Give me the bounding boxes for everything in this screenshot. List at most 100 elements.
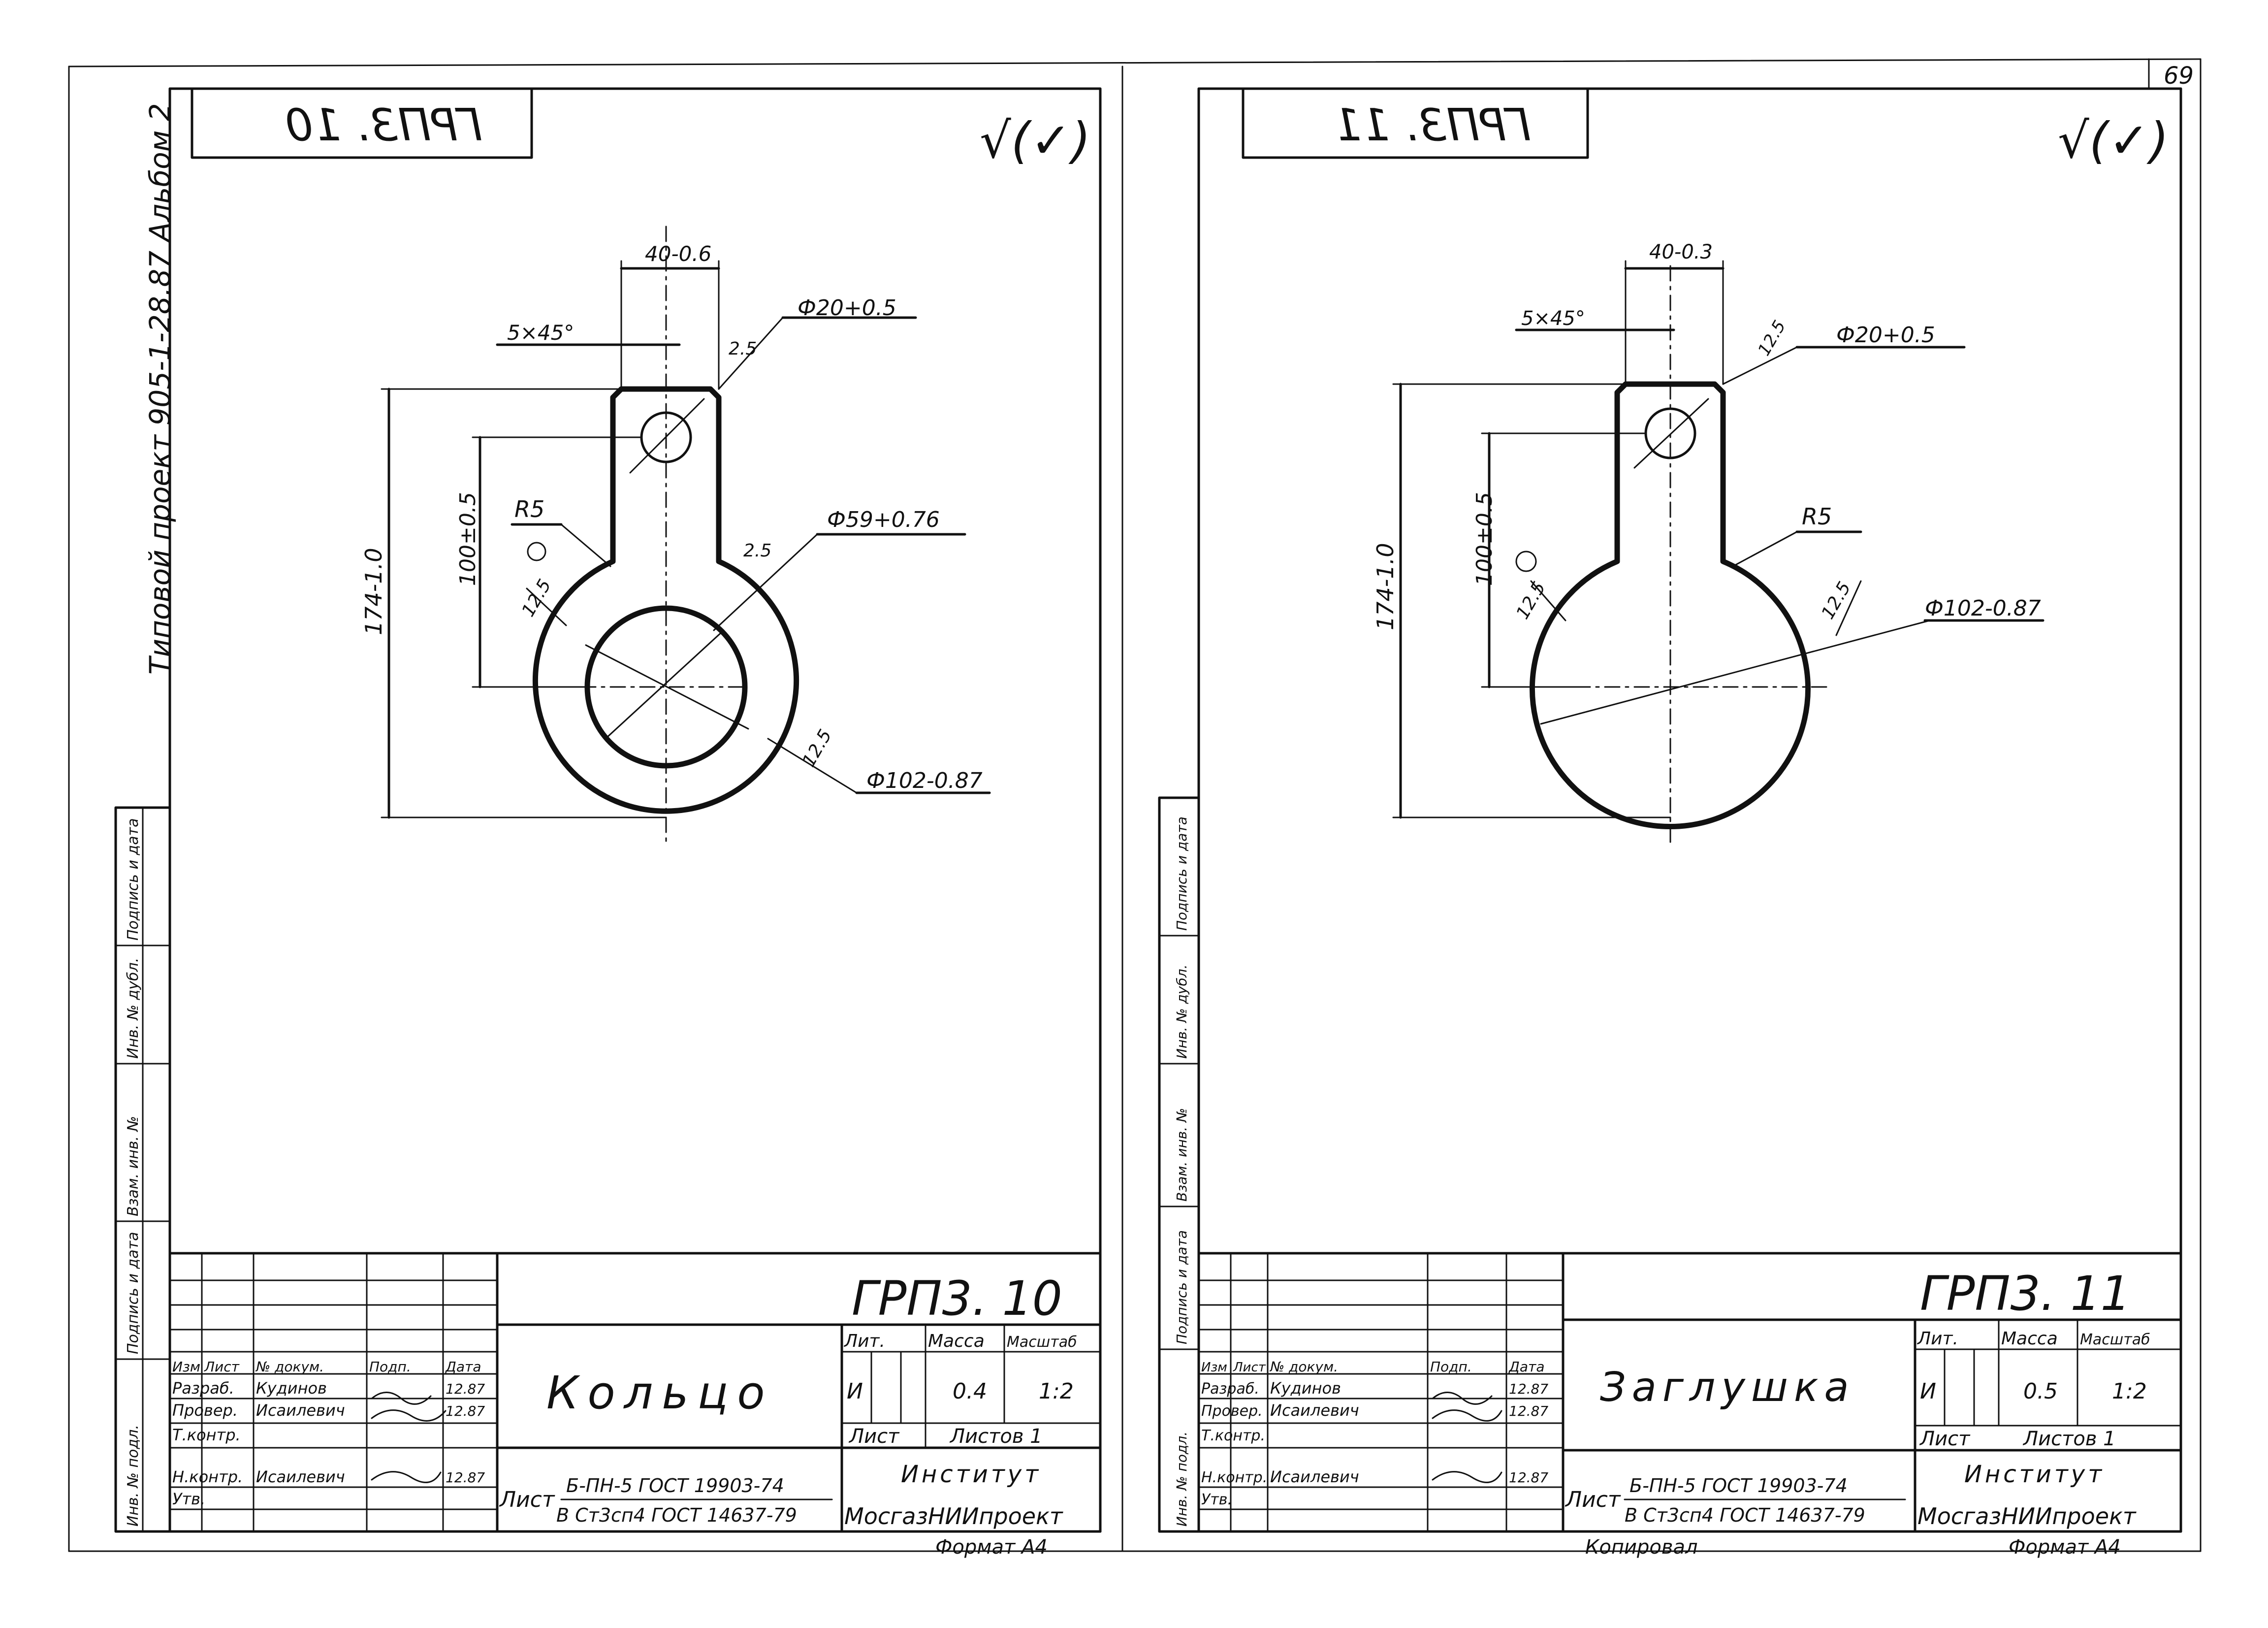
tb-h-doc: № докум. xyxy=(255,1359,324,1375)
tb-scale-label: Масштаб xyxy=(1007,1334,1077,1351)
tb-mass: 0.5 xyxy=(2023,1379,2058,1404)
dim-total: 174-1.0 xyxy=(360,548,387,635)
sheet-right: ГРП3. 11 √(✓) 40-0.3 5×45° Ф20+0.5 12.5 … xyxy=(1197,87,2182,1559)
plug-part-outline xyxy=(1530,381,1811,829)
signature-mark xyxy=(1432,1392,1502,1483)
dim-width: 40-0.3 xyxy=(1649,241,1713,263)
roughness-mark: √(✓) xyxy=(980,112,1091,169)
tb-date: 12.87 xyxy=(446,1403,485,1419)
tb-sheet-label: Лист xyxy=(1919,1428,1971,1450)
tb-person: Кудинов xyxy=(256,1379,327,1398)
small-circle-marker xyxy=(1515,551,1537,572)
dim-width: 40-0.6 xyxy=(645,242,711,266)
tb-mass-label: Масса xyxy=(928,1331,985,1351)
tb-material-2: В Ст3сп4 ГОСТ 14637-79 xyxy=(1625,1504,1865,1526)
dim-outer: Ф102-0.87 xyxy=(1925,596,2041,621)
tb-org-1: Институт xyxy=(901,1461,1041,1488)
tb-h-date: Дата xyxy=(445,1359,481,1375)
tb-person: Кудинов xyxy=(1270,1379,1341,1398)
project-binding-label: Типовой проект 905-1-28.87 Альбом 2 xyxy=(143,103,177,675)
tb-mass-label: Масса xyxy=(2001,1329,2058,1349)
dim-total: 174-1.0 xyxy=(1372,543,1399,630)
margin-label: Инв. № подл. xyxy=(125,1425,142,1527)
margin-label: Инв. № дубл. xyxy=(1174,964,1190,1059)
tb-code: ГРП3. 11 xyxy=(1920,1266,2131,1321)
signature-mark xyxy=(371,1392,447,1483)
dim-center: 100±0.5 xyxy=(1472,492,1497,586)
tb-org-1: Институт xyxy=(1964,1461,2105,1488)
sheet-border xyxy=(68,58,2202,1552)
margin-label: Подпись и дата xyxy=(125,1232,142,1355)
tb-role: Разраб. xyxy=(172,1379,234,1398)
tb-format: Формат А4 xyxy=(2009,1536,2121,1559)
tb-role: Провер. xyxy=(1201,1402,1263,1420)
dim-chamfer: 5×45° xyxy=(1521,307,1585,330)
tb-name: Кольцо xyxy=(546,1367,774,1419)
tb-h-sign: Подп. xyxy=(1430,1359,1472,1375)
ring-part-outline xyxy=(533,386,799,814)
tb-person: Исаилевич xyxy=(1270,1467,1359,1486)
tb-lit: И xyxy=(1920,1379,1936,1404)
tb-scale: 1:2 xyxy=(2112,1379,2147,1404)
tb-scale-label: Масштаб xyxy=(2080,1331,2150,1348)
tb-mass: 0.4 xyxy=(953,1379,987,1404)
right-margin-labels: Подпись и дата Инв. № дубл. Взам. инв. №… xyxy=(1174,816,1190,1527)
dim-corner: 2.5 xyxy=(729,339,757,359)
title-block-left: ГРП3. 10 Кольцо Изм Лист № докум. Подп. … xyxy=(168,1252,1102,1559)
tb-person: Исаилевич xyxy=(256,1467,345,1486)
tb-date: 12.87 xyxy=(1509,1381,1548,1397)
tb-role: Провер. xyxy=(172,1401,238,1420)
margin-label: Взам. инв. № xyxy=(125,1116,142,1216)
tb-role: Утв. xyxy=(1201,1491,1232,1508)
tb-lit: И xyxy=(847,1379,863,1404)
tb-h-izm: Изм xyxy=(1201,1360,1227,1375)
roughness-mark: √(✓) xyxy=(2058,112,2169,169)
margin-label: Инв. № подл. xyxy=(1174,1432,1190,1527)
tb-date: 12.87 xyxy=(446,1469,485,1486)
page-number: 69 xyxy=(2164,62,2194,90)
margin-label: Подпись и дата xyxy=(1174,816,1190,931)
tb-role: Разраб. xyxy=(1201,1380,1259,1398)
tb-lit-label: Лит. xyxy=(843,1331,885,1351)
dim-inner: Ф59+0.76 xyxy=(827,507,940,532)
tb-date: 12.87 xyxy=(446,1381,485,1397)
dim-125: 12.5 xyxy=(1512,579,1550,623)
tb-role: Т.контр. xyxy=(1201,1427,1265,1444)
tb-h-izm: Изм xyxy=(172,1359,200,1375)
left-margin-strip xyxy=(114,806,171,1533)
dim-radius: R5 xyxy=(1802,503,1832,530)
dim-125: 12.5 xyxy=(518,576,555,620)
tb-h-doc: № докум. xyxy=(1269,1359,1338,1375)
tb-org-2: МосгазНИИпроект xyxy=(1917,1503,2137,1530)
tb-material-1: Б-ПН-5 ГОСТ 19903-74 xyxy=(566,1475,784,1497)
tb-name: Заглушка xyxy=(1600,1364,1855,1411)
dim-125b: 12.5 xyxy=(1818,579,1855,623)
margin-label: Инв. № дубл. xyxy=(125,958,142,1059)
small-circle-marker xyxy=(527,542,546,561)
tb-role: Н.контр. xyxy=(172,1467,243,1486)
tb-material-prefix: Лист xyxy=(1565,1487,1621,1512)
dim-outer: Ф102-0.87 xyxy=(866,768,983,793)
margin-label: Подпись и дата xyxy=(1174,1230,1190,1344)
tb-person: Исаилевич xyxy=(256,1401,345,1420)
tb-h-list: Лист xyxy=(204,1359,240,1375)
dim-radius: R5 xyxy=(514,496,544,522)
dim-center: 100±0.5 xyxy=(455,492,480,586)
dim-chamfer: 5×45° xyxy=(507,321,574,345)
mirrored-code: ГРП3. 10 xyxy=(285,99,482,151)
mirrored-code: ГРП3. 11 xyxy=(1334,99,1531,151)
tb-sheets-label: Листов 1 xyxy=(949,1425,1043,1448)
dim-hole: Ф20+0.5 xyxy=(1836,323,1935,348)
dim-125b: 12.5 xyxy=(799,726,836,771)
tb-date: 12.87 xyxy=(1509,1403,1548,1419)
tb-h-date: Дата xyxy=(1508,1359,1545,1375)
dim-inner-r: 2.5 xyxy=(743,541,771,561)
tb-role: Т.контр. xyxy=(172,1426,241,1444)
margin-label: Подпись и дата xyxy=(125,818,142,941)
tb-role: Утв. xyxy=(172,1490,205,1508)
title-block-right: ГРП3. 11 Заглушка Изм Лист № докум. Подп… xyxy=(1197,1252,2182,1559)
tb-material-2: В Ст3сп4 ГОСТ 14637-79 xyxy=(556,1504,797,1526)
tb-material-prefix: Лист xyxy=(499,1487,555,1512)
sheet-left: ГРП3. 10 √(✓) 40-0.6 5×45° Ф20+0.5 2.5 R… xyxy=(168,87,1102,1559)
